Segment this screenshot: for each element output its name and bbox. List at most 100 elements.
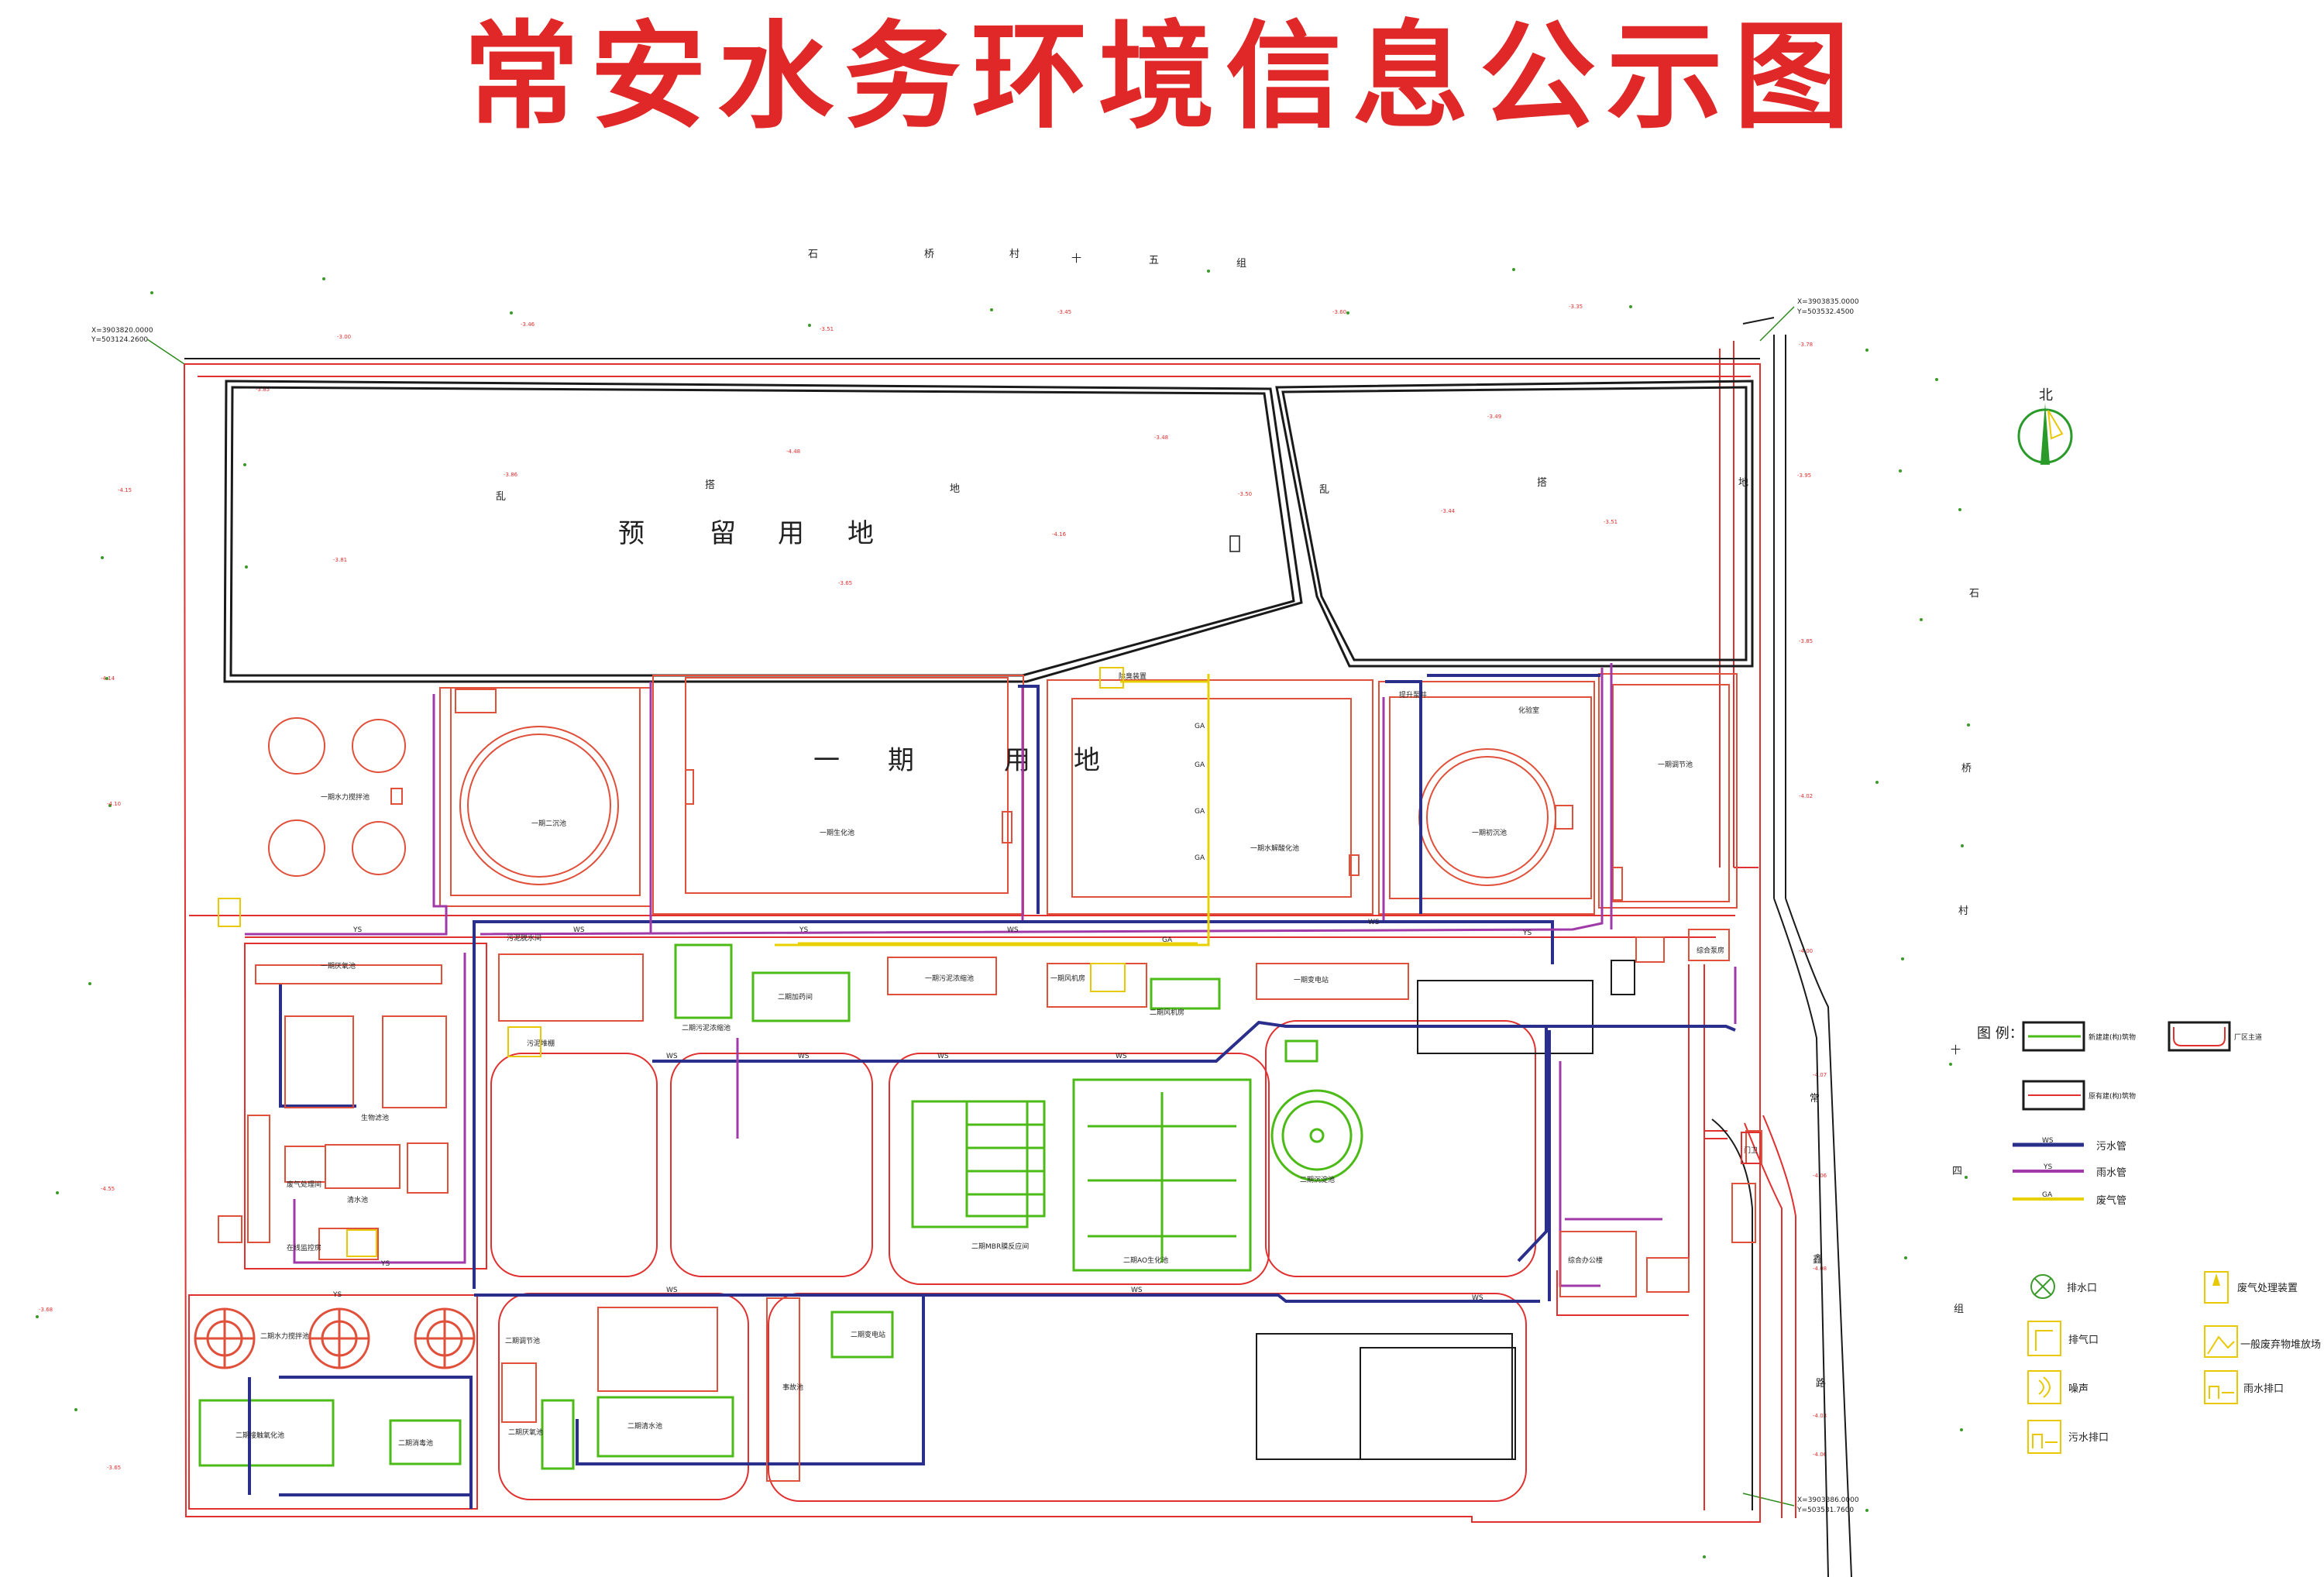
svg-text:-3.51: -3.51 — [1604, 519, 1618, 525]
svg-text:-3.00: -3.00 — [337, 334, 351, 340]
building-outlines — [218, 929, 1762, 1482]
survey-points — [36, 268, 1970, 1558]
svg-text:WS: WS — [2042, 1137, 2054, 1145]
north-arrow: 北 — [2017, 387, 2073, 465]
svg-text:-3.81: -3.81 — [333, 557, 347, 563]
legend-item-noise: 噪声 — [2027, 1370, 2089, 1404]
structure-label: 综合办公楼 — [1568, 1256, 1603, 1265]
svg-text:组: 组 — [1954, 1304, 1964, 1315]
sewage-pipes — [248, 674, 1736, 1509]
existing-structures — [1256, 960, 1635, 1460]
svg-text:WS: WS — [666, 1053, 678, 1060]
svg-text:地: 地 — [1738, 477, 1748, 489]
structure-label: 二期调节池 — [505, 1336, 540, 1345]
svg-text:新建建(构)筑物: 新建建(构)筑物 — [2089, 1032, 2136, 1042]
reserve-land — [223, 380, 1754, 683]
internal-roads — [188, 915, 1735, 1510]
structure-label: 一期风机房 — [1050, 974, 1085, 983]
svg-text:-3.60: -3.60 — [1332, 309, 1346, 315]
svg-text:-4.10: -4.10 — [107, 801, 121, 807]
svg-text:WS: WS — [1116, 1053, 1127, 1060]
svg-text:乱: 乱 — [1319, 484, 1329, 496]
svg-text:YS: YS — [1522, 929, 1532, 937]
coord-label: Y=503124.2600 — [91, 336, 148, 344]
svg-text:-3.85: -3.85 — [1799, 638, 1813, 644]
svg-text:-3.65: -3.65 — [838, 580, 852, 586]
svg-text:废气管: 废气管 — [2096, 1194, 2126, 1207]
legend-item-gas: GA 废气管 — [2013, 1191, 2126, 1207]
legend-item-rain: YS 雨水管 — [2013, 1163, 2126, 1179]
svg-text:雨水管: 雨水管 — [2096, 1167, 2126, 1179]
svg-text:-3.45: -3.45 — [1057, 309, 1071, 315]
page-title: 常安水务环境信息公示图 — [462, 10, 1861, 145]
svg-text:YS: YS — [2043, 1163, 2052, 1171]
svg-text:一般废弃物堆放场: 一般废弃物堆放场 — [2240, 1338, 2321, 1351]
svg-text:GA: GA — [1195, 761, 1205, 769]
svg-text:-3.86: -3.86 — [504, 472, 518, 478]
svg-text:GA: GA — [1195, 854, 1205, 862]
structure-label: 二期MBR膜反应间 — [971, 1242, 1029, 1251]
structure-label: 二期沉淀池 — [1300, 1175, 1335, 1184]
coord-label: Y=503531.7600 — [1796, 1507, 1854, 1514]
structure-label: 化验室 — [1518, 706, 1539, 715]
svg-text:WS: WS — [1368, 919, 1380, 926]
coord-label: X=3903386.0000 — [1797, 1496, 1859, 1504]
existing-perimeter — [184, 317, 1852, 1577]
structure-label: 一期调节池 — [1658, 760, 1693, 769]
svg-text:路: 路 — [1816, 1377, 1826, 1390]
svg-text:-3.50: -3.50 — [1238, 491, 1252, 497]
svg-text:-4.02: -4.02 — [1799, 793, 1813, 799]
svg-text:-3.68: -3.68 — [39, 1307, 53, 1313]
legend-item-rain-outlet: 雨水排口 — [2204, 1370, 2284, 1404]
svg-text:排气口: 排气口 — [2068, 1334, 2099, 1346]
svg-text:石: 石 — [1969, 588, 1979, 600]
structure-labels: 一期水力搅拌池 一期二沉池 一期生化池 一期水解酸化池 一期调节池 一期初沉池 … — [235, 672, 1724, 1448]
new-structures — [198, 943, 1363, 1470]
exhaust-treatment-icon — [2204, 1271, 2229, 1304]
structure-label: 一期二沉池 — [531, 819, 566, 828]
top-road-char: 五 — [1149, 255, 1159, 266]
svg-text:WS: WS — [798, 1053, 810, 1060]
structure-label: 二期消毒池 — [398, 1438, 433, 1448]
svg-text:-4.08: -4.08 — [1813, 1266, 1827, 1272]
legend-item-waste-yard: 一般废弃物堆放场 — [2204, 1325, 2321, 1358]
structure-label: 一期初沉池 — [1472, 828, 1507, 837]
svg-text:-4.14: -4.14 — [101, 675, 115, 682]
svg-text:WS: WS — [1007, 926, 1019, 934]
top-road-char: 十 — [1071, 253, 1081, 265]
structure-label: 二期变电站 — [851, 1330, 885, 1339]
svg-text:四: 四 — [1952, 1166, 1962, 1177]
top-road-char: 桥 — [924, 249, 934, 260]
svg-text:YS: YS — [332, 1291, 342, 1299]
svg-text:村: 村 — [1958, 905, 1968, 917]
top-road-char: 村 — [1009, 249, 1019, 260]
coord-label: X=3903835.0000 — [1797, 298, 1859, 306]
svg-text:鑫: 鑫 — [1813, 1253, 1823, 1266]
svg-text:常: 常 — [1810, 1093, 1820, 1105]
svg-text:污水管: 污水管 — [2096, 1141, 2126, 1153]
svg-text:-4.03: -4.03 — [1813, 1413, 1827, 1419]
structure-label: 二期厌氧池 — [508, 1428, 543, 1437]
svg-text:门卫: 门卫 — [1744, 1146, 1758, 1155]
svg-text:-4.07: -4.07 — [1813, 1072, 1827, 1078]
svg-text:WS: WS — [573, 926, 585, 934]
svg-text:GA: GA — [1162, 936, 1173, 944]
svg-text:-3.65: -3.65 — [107, 1465, 121, 1471]
svg-text:地: 地 — [950, 483, 960, 495]
svg-text:留: 留 — [710, 518, 736, 549]
svg-text:用: 用 — [778, 518, 804, 549]
top-road-char: 石 — [808, 249, 818, 260]
property-boundary — [184, 341, 1796, 1523]
legend-item-new: 新建建(构)筑物 — [2022, 1021, 2136, 1052]
sewage-outlet-icon — [2027, 1420, 2061, 1454]
svg-text:用: 用 — [1004, 745, 1030, 776]
structure-label: 一期水解酸化池 — [1250, 843, 1299, 853]
top-road-label: 石 桥 村 十 五 组 — [808, 249, 1246, 270]
svg-text:-4.15: -4.15 — [118, 487, 132, 493]
svg-text:-4.48: -4.48 — [786, 448, 800, 455]
pipe-code-labels: YS WS YS WS GA WS YS WS WS WS WS YS WS W… — [332, 723, 1532, 1302]
structure-label: 一期污泥浓缩池 — [925, 974, 974, 983]
coordinate-markers: X=3903820.0000 Y=503124.2600 X=3903835.0… — [91, 298, 1859, 1514]
svg-text:地: 地 — [1074, 745, 1100, 776]
filter-wheels — [194, 1307, 476, 1369]
